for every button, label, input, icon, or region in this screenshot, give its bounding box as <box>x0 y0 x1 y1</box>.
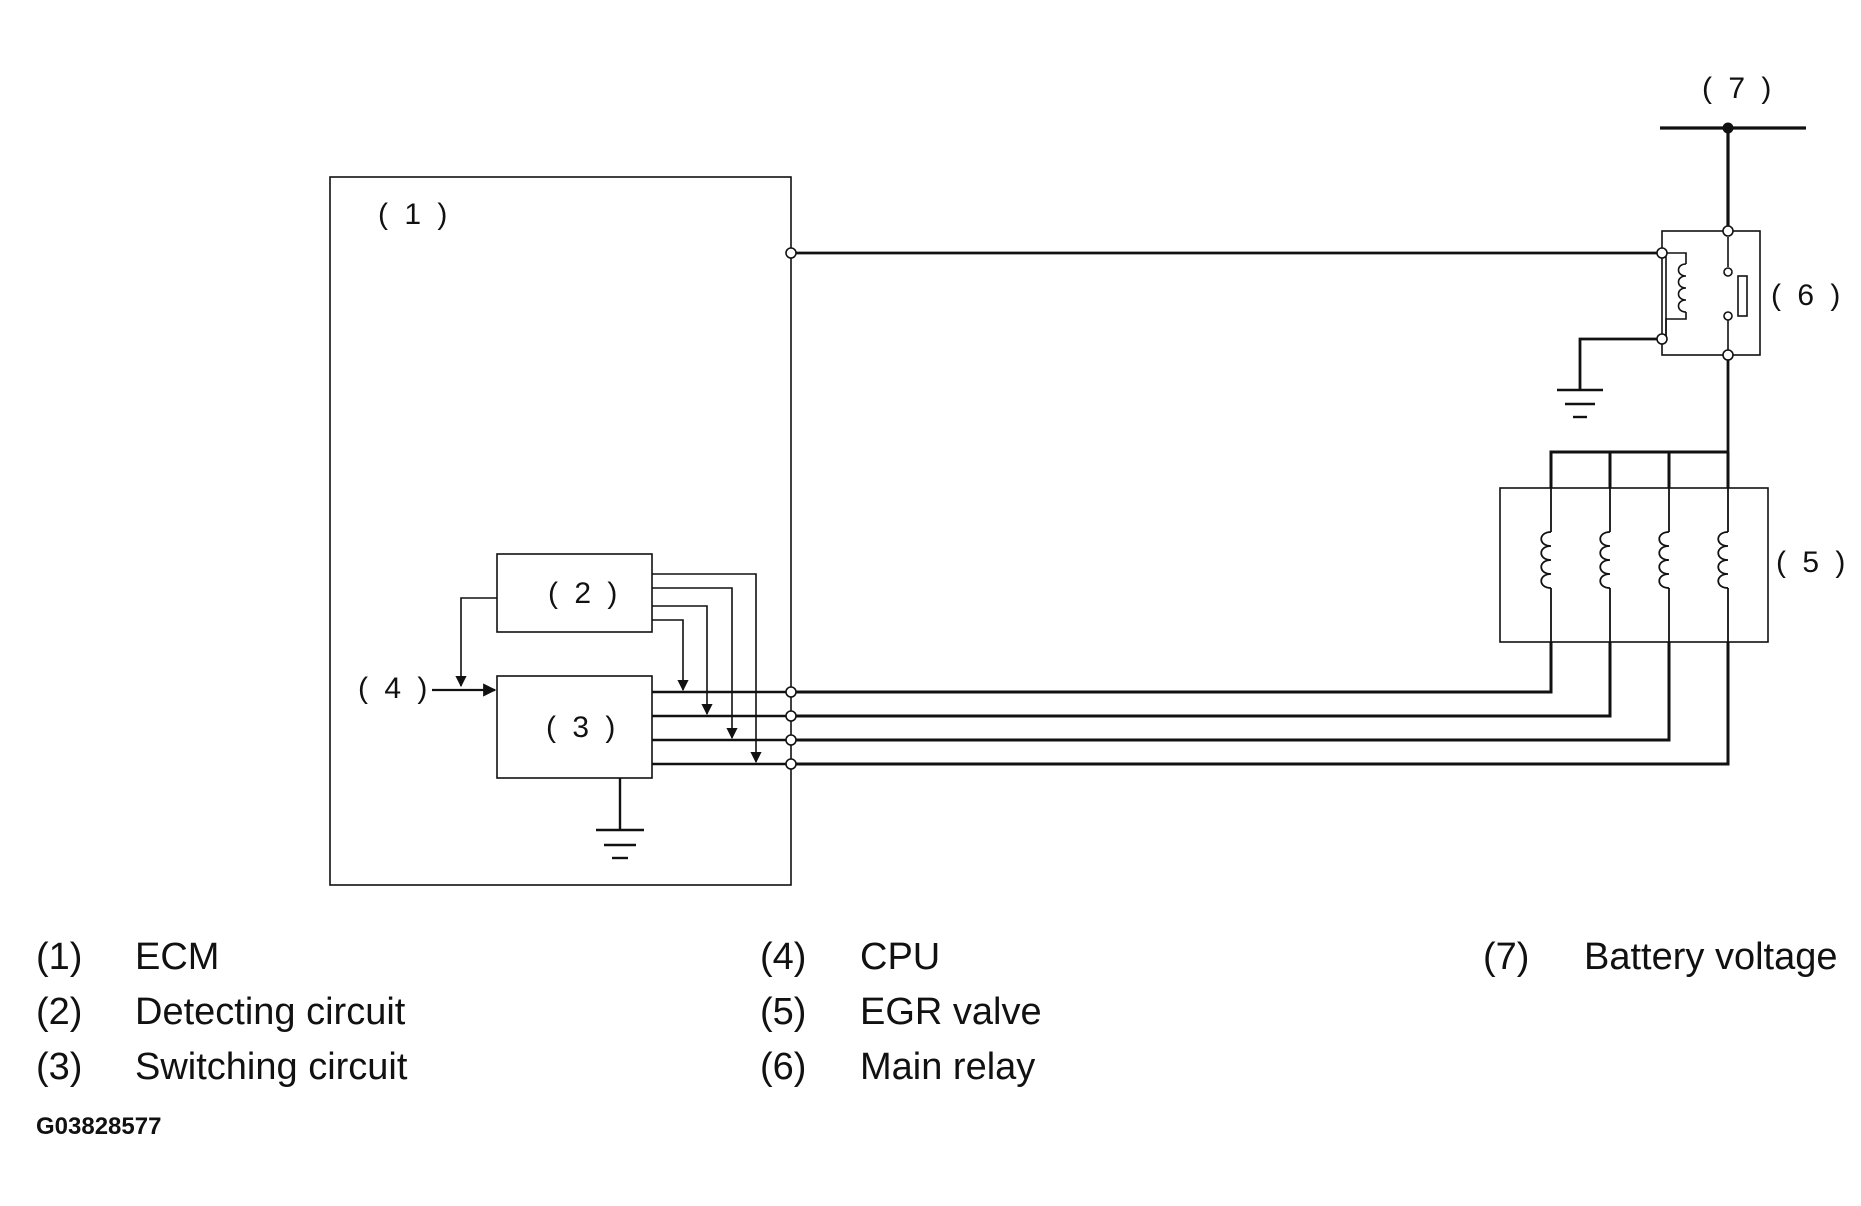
egr-valve-label: ( 5 ) <box>1776 546 1849 579</box>
egr-drive-wires <box>791 642 1730 766</box>
battery-voltage-label: ( 7 ) <box>1702 72 1775 105</box>
egr-supply-bus <box>1549 450 1728 488</box>
egr-supply-drops <box>1608 452 1730 488</box>
egr-coils <box>1540 488 1729 642</box>
ecm-label: ( 1 ) <box>378 198 451 231</box>
ecm-terminals <box>785 247 797 770</box>
relay-coil <box>1665 252 1687 339</box>
cpu-label: ( 4 ) <box>358 672 431 705</box>
main-relay-label: ( 6 ) <box>1771 279 1844 312</box>
switching-circuit-label: ( 3 ) <box>546 711 619 744</box>
ground-symbol-relay <box>1557 337 1657 419</box>
egr-valve-box <box>1499 487 1769 643</box>
relay-switch <box>1723 237 1748 351</box>
ecm-box <box>329 176 792 886</box>
detecting-circuit-box <box>496 553 653 633</box>
switching-output-lines <box>652 690 791 766</box>
ground-symbol-ecm <box>596 778 644 860</box>
feedback-wire <box>455 597 497 688</box>
detecting-sense-lines <box>652 573 762 764</box>
switching-circuit-box <box>496 675 653 779</box>
figure-code: G03828577 <box>36 1113 162 1140</box>
main-relay-box <box>1661 230 1761 356</box>
relay-terminals <box>1656 225 1734 361</box>
detecting-circuit-label: ( 2 ) <box>548 577 621 610</box>
